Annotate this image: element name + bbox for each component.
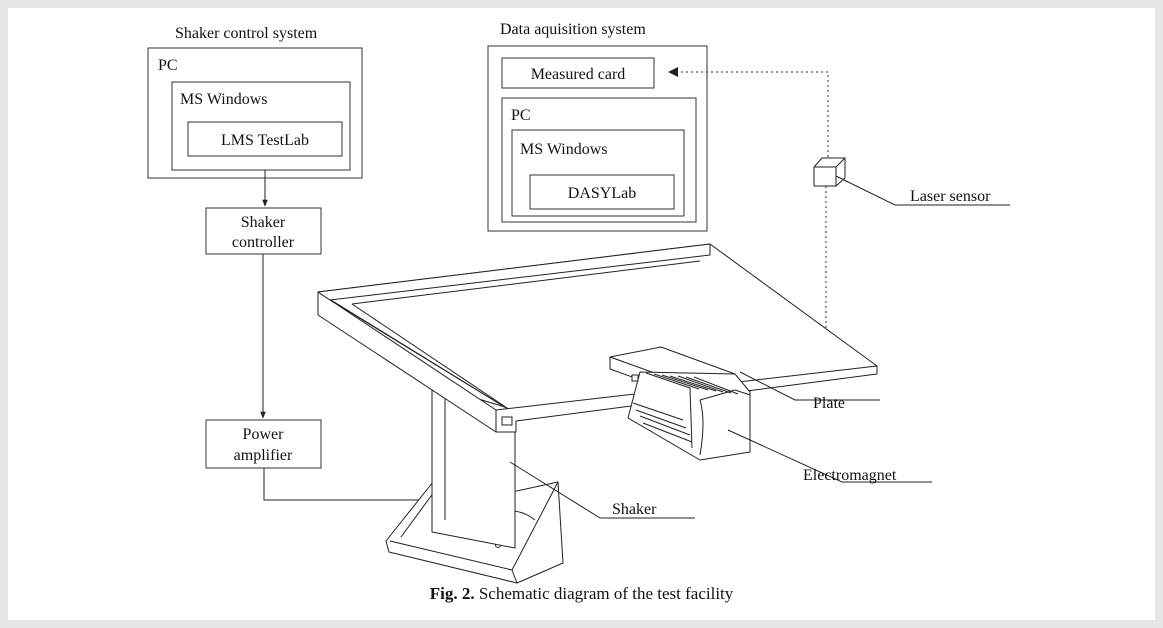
shaker-leader [509,461,695,519]
shaker-controller-box [205,207,322,255]
shaker-control-os-label: MS Windows [180,91,268,108]
caption-label: Fig. 2. [429,584,475,603]
measured-card-box [501,57,655,89]
shaker-control-system-title: Shaker control system [175,25,318,42]
daq-system-title: Data aquisition system [500,21,646,38]
laser-signal-line [674,71,829,157]
power-amplifier-line2: amplifier [234,447,293,464]
dasylab-label: DASYLab [568,185,636,202]
lms-testlab-label: LMS TestLab [221,132,309,149]
laser-sensor-label: Laser sensor [910,188,991,205]
dasylab-box [529,174,675,210]
measured-card-label: Measured card [531,66,626,83]
shaker-control-pc-label: PC [158,57,178,74]
shaker-label: Shaker [612,501,657,518]
shaker-controller-line2: controller [232,234,295,251]
plate-label: Plate [813,395,845,412]
power-amplifier-line1: Power [243,426,285,443]
caption-text: Schematic diagram of the test facility [478,584,734,603]
amplifier-to-shaker-arrow [263,468,471,503]
laser-signal-arrowhead [668,67,678,77]
figure-caption: Fig. 2. Schematic diagram of the test fa… [0,584,1163,604]
power-amplifier-box [205,419,322,469]
shaker-controller-line1: Shaker [241,214,286,231]
laser-sensor-icon [813,157,846,187]
plate [317,243,878,433]
electromagnet [609,346,751,461]
electromagnet-leader [727,429,932,483]
daq-pc-label: PC [511,107,531,124]
electromagnet-label: Electromagnet [803,467,897,484]
plate-leader [739,371,880,401]
lms-testlab-box [187,121,343,157]
daq-os-label: MS Windows [520,141,608,158]
laser-sensor-leader [835,175,1010,206]
